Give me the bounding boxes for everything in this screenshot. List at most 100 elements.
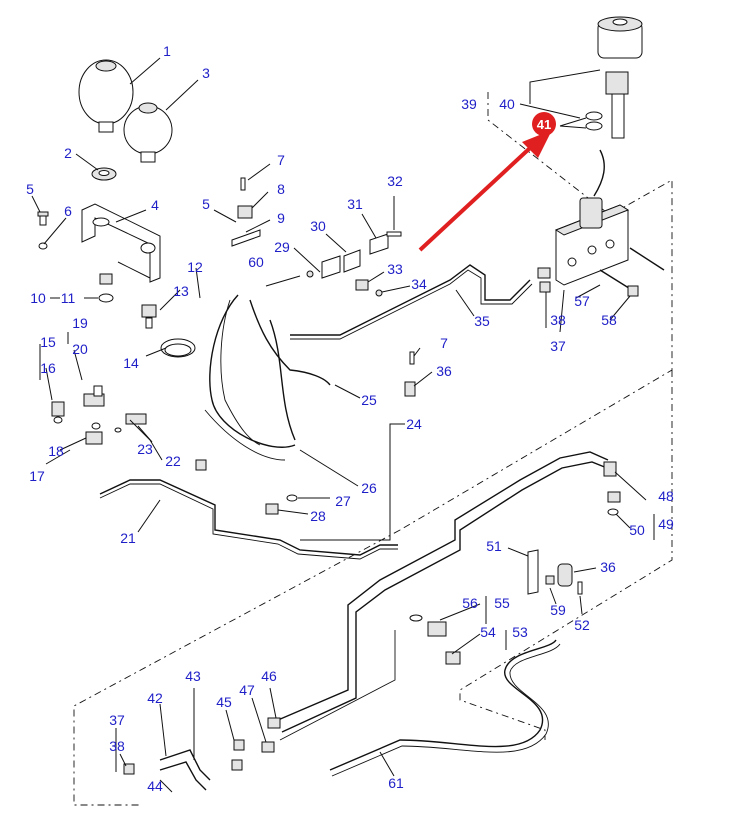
part-label-40[interactable]: 40 [499, 96, 515, 112]
hose-26[interactable] [269, 319, 296, 441]
bolt-32[interactable] [386, 231, 402, 237]
plug[interactable] [195, 459, 207, 471]
pipe-47[interactable] [281, 461, 613, 733]
pipe-46[interactable] [277, 451, 609, 721]
part-label-48[interactable]: 48 [658, 488, 674, 504]
part-label-60[interactable]: 60 [248, 254, 264, 270]
part-label-19[interactable]: 19 [72, 315, 88, 331]
clip-36b[interactable] [557, 563, 573, 587]
callout-41[interactable]: 41 [532, 112, 556, 136]
part-label-38b[interactable]: 38 [109, 738, 125, 754]
part-label-22[interactable]: 22 [165, 453, 181, 469]
fitting[interactable] [98, 273, 114, 303]
part-label-44[interactable]: 44 [147, 778, 163, 794]
part-label-3[interactable]: 3 [202, 65, 210, 81]
nut-34[interactable] [375, 289, 383, 297]
part-label-26[interactable]: 26 [361, 480, 377, 496]
valve-cartridge[interactable] [585, 71, 629, 139]
part-label-53[interactable]: 53 [512, 624, 528, 640]
accumulator-large[interactable] [78, 59, 134, 133]
part-label-36b[interactable]: 36 [600, 559, 616, 575]
part-label-30[interactable]: 30 [310, 218, 326, 234]
clip-36[interactable] [404, 381, 416, 397]
part-label-56[interactable]: 56 [462, 595, 478, 611]
elbow-fitting[interactable] [141, 304, 157, 329]
accumulator-small[interactable] [123, 102, 173, 163]
pipe-21[interactable] [99, 479, 398, 556]
part-label-37a[interactable]: 37 [550, 338, 566, 354]
part-label-61[interactable]: 61 [388, 775, 404, 791]
part-label-37b[interactable]: 37 [109, 712, 125, 728]
valve-block[interactable] [554, 197, 630, 286]
part-label-39[interactable]: 39 [461, 96, 477, 112]
nut-33[interactable] [355, 279, 369, 291]
part-label-38a[interactable]: 38 [550, 312, 566, 328]
washer[interactable] [38, 242, 48, 250]
part-label-28[interactable]: 28 [310, 508, 326, 524]
stud-57[interactable] [599, 269, 633, 291]
part-label-13[interactable]: 13 [173, 283, 189, 299]
part-label-49[interactable]: 49 [658, 516, 674, 532]
o-ring[interactable] [286, 494, 298, 502]
part-label-33[interactable]: 33 [387, 261, 403, 277]
fitting-46[interactable] [267, 717, 281, 729]
fitting-45[interactable] [231, 739, 245, 771]
part-label-24[interactable]: 24 [406, 416, 422, 432]
bolt-7b[interactable] [409, 351, 415, 365]
part-label-45[interactable]: 45 [216, 694, 232, 710]
hose-bundle[interactable] [249, 299, 331, 386]
part-label-6[interactable]: 6 [64, 203, 72, 219]
swivel-elbow[interactable] [83, 385, 105, 407]
part-label-32[interactable]: 32 [387, 173, 403, 189]
part-label-55[interactable]: 55 [494, 595, 510, 611]
part-label-1[interactable]: 1 [163, 43, 171, 59]
part-label-34[interactable]: 34 [411, 276, 427, 292]
part-label-12[interactable]: 12 [187, 259, 203, 275]
fitting-55[interactable] [409, 614, 447, 637]
hose-25[interactable] [209, 294, 296, 448]
hose-clamp[interactable] [160, 338, 196, 358]
part-label-50[interactable]: 50 [629, 522, 645, 538]
straight-connector[interactable] [114, 413, 147, 433]
part-label-2[interactable]: 2 [64, 145, 72, 161]
part-label-8[interactable]: 8 [277, 181, 285, 197]
bolt-52[interactable] [577, 581, 583, 595]
clamp-bracket[interactable] [231, 205, 261, 247]
nut-58[interactable] [627, 285, 639, 297]
part-label-58[interactable]: 58 [601, 312, 617, 328]
part-label-36a[interactable]: 36 [436, 363, 452, 379]
stud-rod[interactable] [629, 247, 665, 271]
part-label-14[interactable]: 14 [123, 355, 139, 371]
part-label-47[interactable]: 47 [239, 682, 255, 698]
part-label-25[interactable]: 25 [361, 392, 377, 408]
part-label-43[interactable]: 43 [185, 668, 201, 684]
fitting-38[interactable] [537, 267, 551, 293]
tee-fitting[interactable] [85, 422, 103, 445]
part-label-59[interactable]: 59 [550, 602, 566, 618]
adapter-42[interactable] [159, 749, 211, 791]
fitting-38b[interactable] [123, 763, 135, 775]
part-label-27[interactable]: 27 [335, 493, 351, 509]
bolt[interactable] [37, 211, 49, 226]
part-label-23[interactable]: 23 [137, 441, 153, 457]
part-label-7a[interactable]: 7 [277, 152, 285, 168]
bracket-51[interactable] [527, 549, 539, 595]
o-ring-50[interactable] [607, 508, 619, 516]
fitting-47[interactable] [261, 741, 275, 753]
clamp-block[interactable] [321, 233, 389, 279]
part-label-46[interactable]: 46 [261, 668, 277, 684]
part-label-52[interactable]: 52 [574, 617, 590, 633]
nut[interactable] [91, 167, 117, 181]
pipe-35[interactable] [290, 264, 531, 336]
mounting-bracket[interactable] [81, 203, 161, 283]
part-label-9[interactable]: 9 [277, 210, 285, 226]
part-label-17[interactable]: 17 [29, 468, 45, 484]
part-label-29[interactable]: 29 [274, 239, 290, 255]
part-label-42[interactable]: 42 [147, 690, 163, 706]
part-label-4[interactable]: 4 [151, 197, 159, 213]
part-label-18[interactable]: 18 [48, 443, 64, 459]
part-label-51[interactable]: 51 [486, 538, 502, 554]
adapter-fitting[interactable] [51, 401, 65, 424]
part-label-5a[interactable]: 5 [26, 181, 34, 197]
part-label-54[interactable]: 54 [480, 624, 496, 640]
